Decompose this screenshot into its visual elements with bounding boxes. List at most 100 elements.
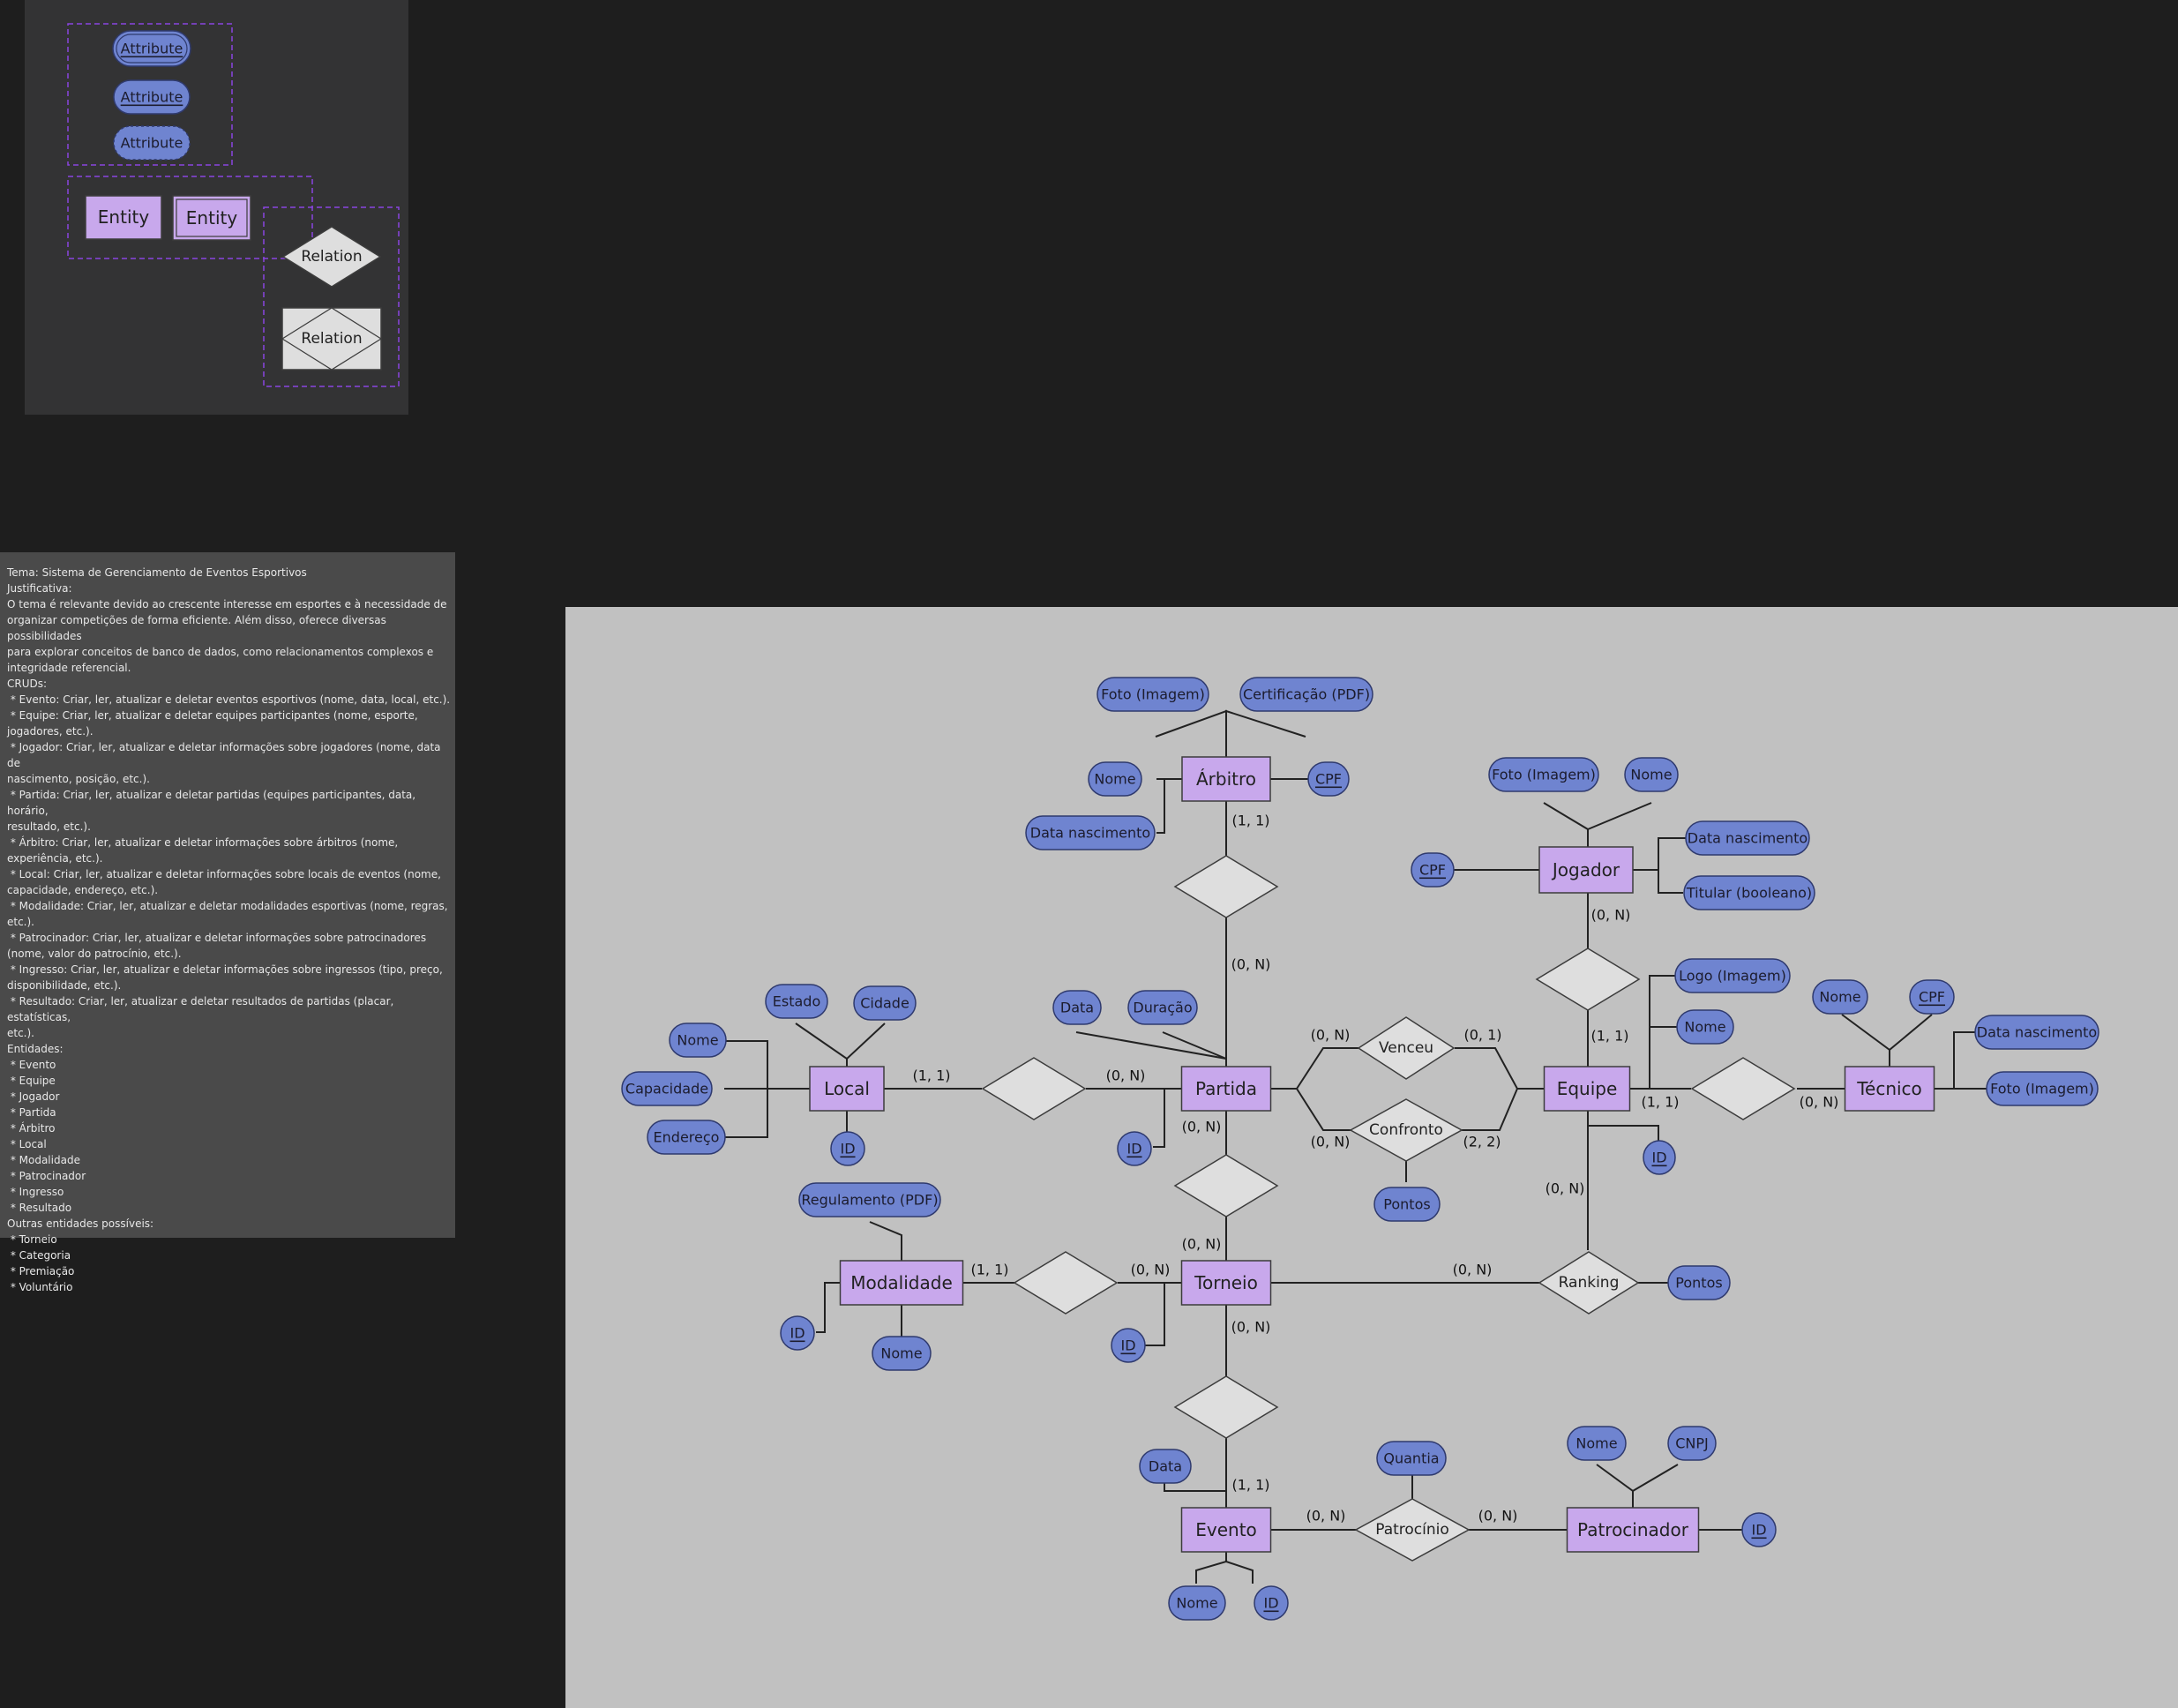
attribute-pill — [1025, 815, 1156, 850]
attribute-arbitro-cert[interactable]: Certificação (PDF) — [1239, 677, 1373, 712]
relation-torneio-evento[interactable] — [1173, 1375, 1279, 1439]
attribute-label: Nome — [1094, 771, 1135, 788]
attribute-patrocinador-cnpj[interactable]: CNPJ — [1667, 1426, 1717, 1461]
relation-ranking[interactable]: Ranking — [1538, 1251, 1640, 1315]
attribute-label: Cidade — [860, 995, 909, 1012]
attribute-tecnico-cpf[interactable]: CPF — [1909, 979, 1955, 1015]
cardinality-label: (1, 1) — [912, 1068, 950, 1084]
cardinality-label: (0, N) — [1231, 956, 1271, 973]
attribute-modalidade-regulamento[interactable]: Regulamento (PDF) — [798, 1182, 941, 1217]
palette-attribute-key-double[interactable]: Attribute — [112, 30, 191, 67]
attribute-pill — [1909, 979, 1955, 1015]
attribute-jogador-foto[interactable]: Foto (Imagem) — [1488, 757, 1599, 792]
attribute-local-estado[interactable]: Estado — [765, 984, 828, 1019]
notes-line: * Local — [7, 1138, 47, 1150]
notes-line: disponibilidade, etc.). — [7, 979, 122, 992]
attribute-modalidade-id[interactable]: ID — [780, 1315, 815, 1351]
attribute-equipe-id[interactable]: ID — [1643, 1140, 1676, 1175]
relation-patrocinio[interactable]: Patrocínio — [1354, 1498, 1471, 1562]
notes-line: * Torneio — [7, 1233, 57, 1246]
cardinality-label: (0, N) — [1546, 1180, 1585, 1197]
entity-torneio[interactable]: Torneio — [1180, 1260, 1272, 1306]
attribute-local-id[interactable]: ID — [830, 1131, 865, 1166]
attribute-jogador-titular[interactable]: Titular (booleano) — [1683, 875, 1815, 910]
palette-attribute-key[interactable]: Attribute — [113, 79, 191, 115]
attribute-jogador-nasc[interactable]: Data nascimento — [1685, 820, 1810, 856]
attribute-arbitro-cpf[interactable]: CPF — [1307, 761, 1350, 797]
attribute-tecnico-nome[interactable]: Nome — [1812, 979, 1868, 1015]
relation-venceu[interactable]: Venceu — [1357, 1016, 1456, 1080]
attribute-equipe-nome[interactable]: Nome — [1676, 1009, 1734, 1045]
attribute-jogador-cpf[interactable]: CPF — [1411, 852, 1455, 888]
attribute-local-capacidade[interactable]: Capacidade — [621, 1071, 713, 1106]
attribute-label: Estado — [773, 993, 820, 1010]
entity-modalidade[interactable]: Modalidade — [839, 1260, 964, 1306]
attribute-patrocinador-nome[interactable]: Nome — [1567, 1426, 1627, 1461]
palette-associative-entity[interactable]: Relation — [281, 307, 383, 371]
attribute-pill — [1488, 757, 1599, 792]
attribute-tecnico-nasc[interactable]: Data nascimento — [1974, 1015, 2099, 1050]
notes-line: resultado, etc.). — [7, 820, 91, 833]
relation-partida-torneio[interactable] — [1173, 1154, 1279, 1217]
entity-tecnico[interactable]: Técnico — [1844, 1066, 1935, 1112]
cardinality-label: (0, N) — [1131, 1262, 1171, 1278]
entity-patrocinador[interactable]: Patrocinador — [1566, 1507, 1700, 1553]
notes-panel[interactable]: Tema: Sistema de Gerenciamento de Evento… — [0, 552, 455, 1293]
attribute-evento-id[interactable]: ID — [1254, 1585, 1289, 1621]
palette-weak-entity[interactable]: Entity — [172, 195, 251, 241]
palette-attribute-label: Attribute — [121, 89, 183, 106]
entity-partida[interactable]: Partida — [1180, 1066, 1272, 1112]
attribute-partida-duracao[interactable]: Duração — [1127, 990, 1198, 1025]
attribute-equipe-logo[interactable]: Logo (Imagem) — [1674, 958, 1791, 993]
relation-equipe-tecnico[interactable] — [1690, 1057, 1796, 1120]
relation-label: Patrocínio — [1375, 1521, 1449, 1539]
palette-relation-label: Relation — [301, 248, 362, 266]
attribute-pill — [1683, 875, 1815, 910]
attribute-jogador-nome[interactable]: Nome — [1624, 757, 1679, 792]
attribute-local-endereco[interactable]: Endereço — [647, 1120, 726, 1155]
notes-line: Tema: Sistema de Gerenciamento de Evento… — [7, 566, 307, 579]
attribute-partida-id[interactable]: ID — [1117, 1131, 1152, 1166]
relation-diamond — [1357, 1016, 1456, 1080]
attribute-arbitro-foto[interactable]: Foto (Imagem) — [1096, 677, 1209, 712]
attribute-confronto-pontos[interactable]: Pontos — [1373, 1187, 1441, 1222]
attribute-arbitro-nasc[interactable]: Data nascimento — [1025, 815, 1156, 850]
entity-equipe[interactable]: Equipe — [1543, 1066, 1631, 1112]
attribute-tecnico-foto[interactable]: Foto (Imagem) — [1986, 1071, 2099, 1106]
palette-entity-label: Entity — [98, 206, 150, 228]
palette-entity[interactable]: Entity — [85, 195, 162, 240]
notes-line: * Resultado: Criar, ler, atualizar e del… — [7, 995, 398, 1023]
relation-arbitro-partida[interactable] — [1173, 855, 1279, 918]
attribute-local-cidade[interactable]: Cidade — [853, 985, 917, 1021]
entity-box — [1180, 1260, 1272, 1306]
notes-line: * Árbitro: Criar, ler, atualizar e delet… — [7, 836, 399, 849]
attribute-evento-nome[interactable]: Nome — [1168, 1585, 1226, 1621]
attribute-arbitro-nome[interactable]: Nome — [1088, 761, 1142, 797]
cardinality-label: (2, 2) — [1463, 1134, 1501, 1150]
attribute-local-nome[interactable]: Nome — [669, 1023, 727, 1058]
cardinality-label: (1, 1) — [1590, 1028, 1628, 1045]
entity-local[interactable]: Local — [809, 1066, 885, 1112]
attribute-ranking-pontos[interactable]: Pontos — [1667, 1265, 1731, 1300]
palette-relation[interactable]: Relation — [281, 226, 382, 288]
entity-jogador[interactable]: Jogador — [1538, 846, 1634, 894]
relation-modalidade-torneio[interactable] — [1013, 1251, 1119, 1315]
attribute-partida-data[interactable]: Data — [1052, 990, 1102, 1025]
attribute-pill — [1376, 1441, 1447, 1476]
entity-evento[interactable]: Evento — [1180, 1507, 1272, 1553]
relation-jogador-equipe[interactable] — [1535, 948, 1641, 1011]
attribute-patrocinador-id[interactable]: ID — [1741, 1512, 1777, 1547]
palette-attribute-dashed[interactable]: Attribute — [113, 125, 191, 161]
entity-arbitro[interactable]: Árbitro — [1181, 756, 1271, 802]
relation-local-partida[interactable] — [981, 1057, 1087, 1120]
attribute-pill — [1168, 1585, 1226, 1621]
relation-confronto[interactable]: Confronto — [1349, 1098, 1463, 1162]
attribute-label: Data — [1060, 1000, 1094, 1016]
attribute-torneio-id[interactable]: ID — [1111, 1328, 1146, 1363]
attribute-evento-data[interactable]: Data — [1139, 1449, 1192, 1484]
attribute-modalidade-nome[interactable]: Nome — [872, 1336, 932, 1371]
notes-line: * Resultado — [7, 1202, 72, 1214]
attribute-patrocinio-quantia[interactable]: Quantia — [1376, 1441, 1447, 1476]
